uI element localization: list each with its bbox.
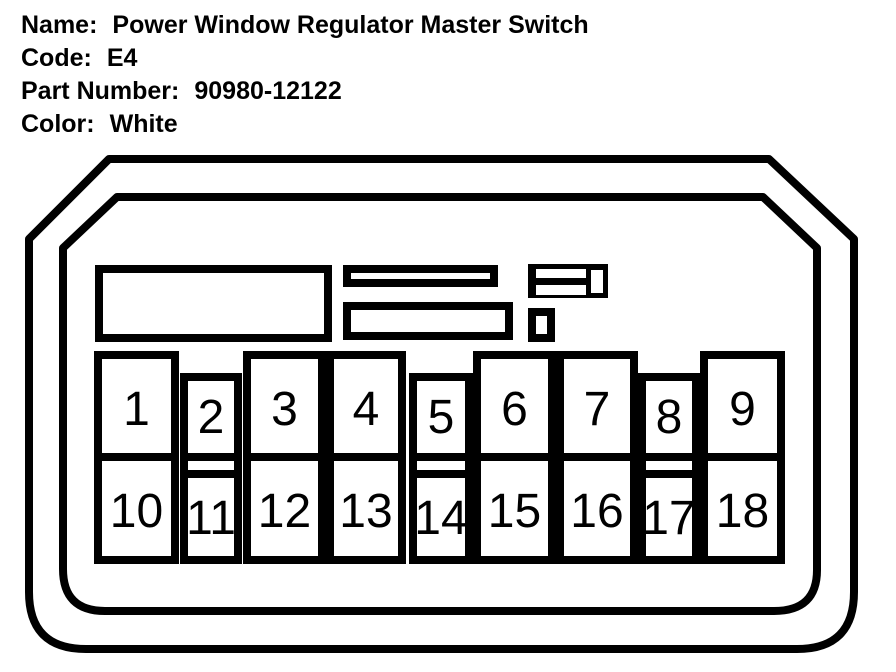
info-value-color: White (109, 110, 178, 138)
keyway-slot-top (343, 265, 498, 287)
pin-cell-12 (243, 453, 326, 564)
connector-inner-outline (59, 193, 821, 615)
pin-cell-9 (700, 351, 785, 461)
pin-13: 13 (326, 453, 406, 564)
pin-5: 5 (409, 373, 473, 461)
pin-12: 12 (243, 453, 326, 564)
pin-7: 7 (556, 351, 638, 461)
info-row-color: Color: White (21, 108, 589, 141)
pin-number-14: 14 (414, 492, 467, 545)
pin-number-17: 17 (642, 492, 695, 545)
info-row-code: Code: E4 (21, 42, 589, 75)
keyway-slot-bottom (343, 302, 513, 340)
pin-cell-6 (473, 351, 556, 461)
pin-8: 8 (638, 373, 700, 461)
pin-number-11: 11 (186, 492, 236, 545)
pin-9: 9 (700, 351, 785, 461)
keyway-small (528, 308, 555, 342)
pin-10: 10 (94, 453, 179, 564)
pin-number-18: 18 (716, 485, 769, 538)
pin-cell-1 (94, 351, 179, 461)
info-value-name: Power Window Regulator Master Switch (112, 11, 589, 39)
pin-number-4: 4 (353, 383, 380, 436)
info-row-name: Name: Power Window Regulator Master Switc… (21, 9, 589, 42)
info-row-part-number: Part Number: 90980-12122 (21, 75, 589, 108)
pin-cell-18 (700, 453, 785, 564)
pin-cell-16 (556, 453, 638, 564)
pin-17: 17 (638, 453, 700, 564)
pin-number-3: 3 (271, 383, 298, 436)
pin-6: 6 (473, 351, 556, 461)
pin-number-15: 15 (488, 485, 541, 538)
info-value-part-number: 90980-12122 (194, 77, 342, 105)
pin-number-10: 10 (110, 485, 163, 538)
keyway-large (95, 265, 332, 342)
pin-2: 2 (180, 373, 242, 461)
pin-cell-15 (473, 453, 556, 564)
pin-cell-10 (94, 453, 179, 564)
pin-cell-4 (326, 351, 406, 461)
info-label-name: Name: (21, 11, 98, 39)
pin-number-9: 9 (729, 383, 756, 436)
pin-number-16: 16 (570, 485, 623, 538)
connector-info: Name: Power Window Regulator Master Switc… (21, 9, 589, 141)
pin-18: 18 (700, 453, 785, 564)
connector-outer-outline (25, 155, 858, 653)
info-label-part-number: Part Number: (21, 77, 180, 105)
pin-number-2: 2 (198, 391, 225, 444)
pin-15: 15 (473, 453, 556, 564)
pin-16: 16 (556, 453, 638, 564)
pin-14: 14 (409, 453, 473, 564)
info-value-code: E4 (106, 44, 138, 72)
pin-number-5: 5 (428, 391, 455, 444)
keyway-latch-slot-upper (536, 269, 586, 278)
keyway-latch (528, 264, 608, 298)
pin-number-6: 6 (501, 383, 528, 436)
pin-number-7: 7 (584, 383, 611, 436)
pin-number-1: 1 (123, 383, 150, 436)
pin-3: 3 (243, 351, 326, 461)
keyway-latch-slot-side (591, 270, 603, 293)
keyway-latch-slot-lower (536, 285, 586, 295)
pin-4: 4 (326, 351, 406, 461)
info-label-code: Code: (21, 44, 92, 72)
pin-number-8: 8 (656, 391, 683, 444)
info-label-color: Color: (21, 110, 95, 138)
pin-number-13: 13 (339, 485, 392, 538)
pin-number-12: 12 (258, 485, 311, 538)
pin-cell-13 (326, 453, 406, 564)
pin-11: 11 (180, 453, 242, 564)
pin-1: 1 (94, 351, 179, 461)
pin-cell-3 (243, 351, 326, 461)
